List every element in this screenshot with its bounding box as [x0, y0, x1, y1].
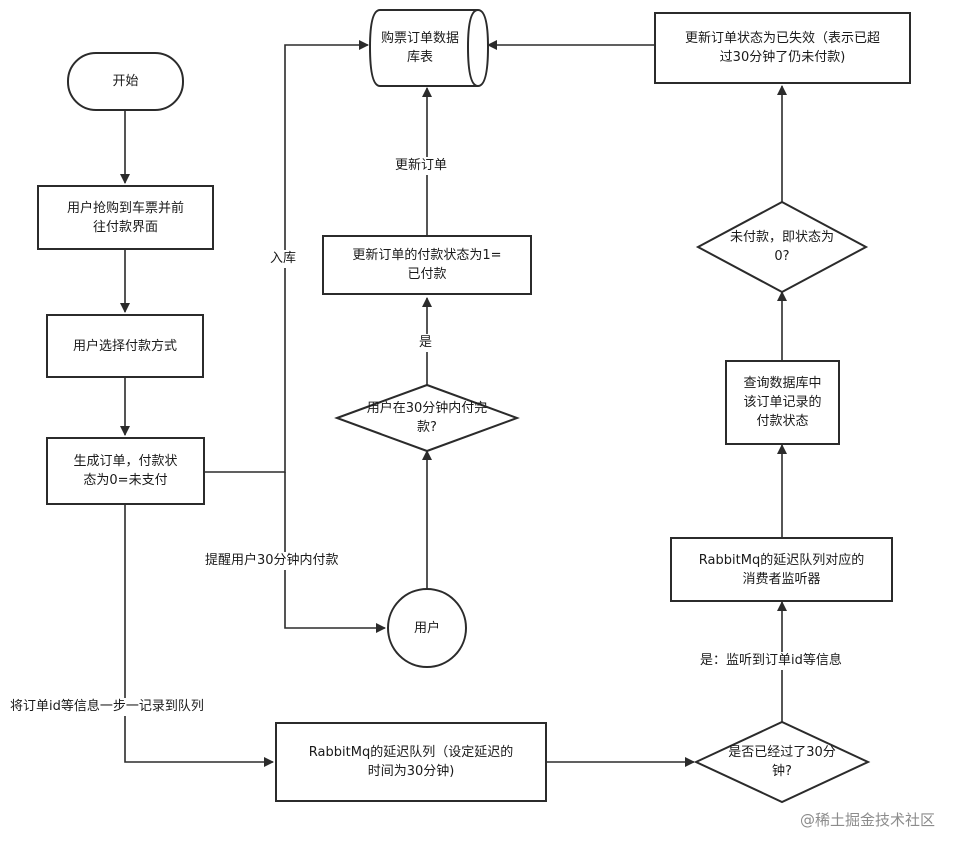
edge-label-remind: 提醒用户30分钟内付款 — [205, 552, 339, 570]
decision-30min-diamond — [693, 720, 871, 804]
decision-30min-text: 是否已经过了30分 钟? — [728, 745, 836, 779]
user-node-text: 用户 — [413, 620, 440, 636]
watermark: @稀土掘金技术社区 — [799, 809, 935, 830]
create-order-node: 生成订单，付款状 态为0=未支付 — [46, 437, 205, 505]
edge-label-yes-listen: 是：监听到订单id等信息 — [700, 652, 842, 670]
user-circle — [387, 588, 467, 668]
edge-label-store: 入库 — [270, 250, 297, 268]
consumer-node: RabbitMq的延迟队列对应的 消费者监听器 — [670, 537, 893, 602]
query-db-node: 查询数据库中 该订单记录的 付款状态 — [725, 360, 840, 445]
edge-label-record-queue: 将订单id等信息一步一记录到队列 — [10, 698, 204, 716]
decision-unpaid-text: 未付款，即状态为 0? — [729, 230, 834, 264]
db-node-text: 购票订单数据 库表 — [380, 31, 459, 65]
update-paid-node: 更新订单的付款状态为1= 已付款 — [322, 235, 532, 295]
start-terminator — [67, 52, 184, 111]
edge-label-yes: 是 — [419, 334, 433, 352]
delay-queue-node: RabbitMq的延迟队列（设定延迟的 时间为30分钟) — [275, 722, 547, 802]
decision-unpaid-diamond — [695, 200, 869, 294]
decision-paid-diamond — [334, 383, 520, 453]
choose-payment-node: 用户选择付款方式 — [46, 314, 204, 378]
db-cylinder — [368, 9, 490, 87]
start-node-text: 开始 — [112, 74, 139, 89]
edge-create-user — [284, 472, 386, 633]
edge-label-update-order: 更新订单 — [395, 157, 448, 175]
grab-ticket-node: 用户抢购到车票并前 往付款界面 — [37, 185, 214, 250]
update-expired-node: 更新订单状态为已失效（表示已超 过30分钟了仍未付款) — [654, 12, 911, 84]
edge-create-queue — [124, 505, 274, 767]
decision-paid-text: 用户在30分钟内付完 款? — [366, 401, 488, 435]
